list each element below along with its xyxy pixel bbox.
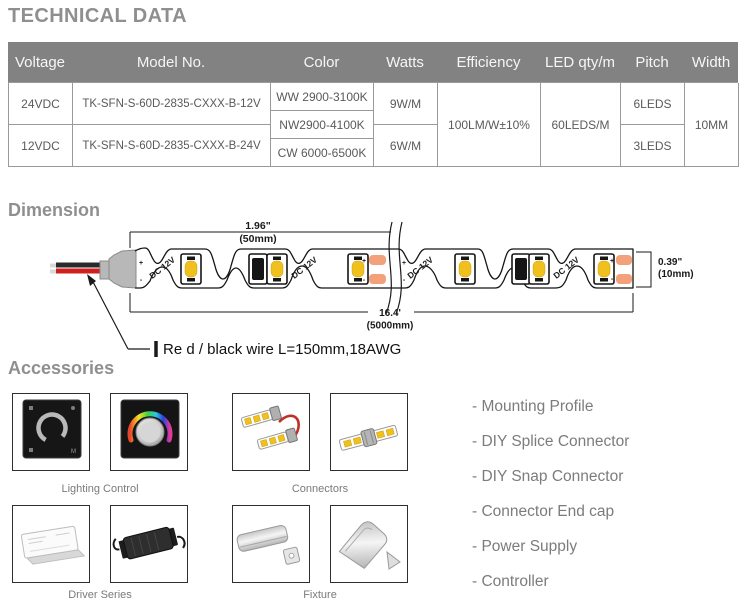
list-item-mounting-profile: - Mounting Profile xyxy=(472,398,594,415)
page-title: TECHNICAL DATA xyxy=(8,5,187,27)
efficiency-value: 100LM/W±10% xyxy=(438,83,541,167)
led-chip xyxy=(528,253,550,285)
touch-dimmer-panel-graphic: M xyxy=(22,399,82,459)
resistor-chip xyxy=(511,253,531,285)
snap-connector-image xyxy=(330,393,408,471)
pitch-3leds: 3LEDS xyxy=(621,125,685,167)
col-header-model: Model No. xyxy=(136,53,206,71)
resistor-chip xyxy=(248,253,268,285)
touch-dimmer-panel-image: M xyxy=(12,393,90,471)
end-connector xyxy=(99,249,137,289)
reel-length-ft-label: 16.4' xyxy=(379,308,401,319)
list-item-end-cap: - Connector End cap xyxy=(472,503,615,520)
col-header-watts: Watts xyxy=(386,53,424,71)
col-header-width: Width xyxy=(691,53,731,71)
width-value: 10MM xyxy=(685,83,739,167)
panel-mode-label: M xyxy=(71,449,76,455)
straight-profile-image xyxy=(232,505,310,583)
color-nw: NW2900-4100K xyxy=(271,111,374,139)
list-item-splice-connector: - DIY Splice Connector xyxy=(472,433,630,450)
color-cw: CW 6000-6500K xyxy=(271,139,374,167)
section-length-mm-label: (50mm) xyxy=(239,233,276,245)
minus-mark: - xyxy=(403,277,406,284)
splice-connector-graphic xyxy=(240,405,300,450)
pitch-6leds: 6LEDS xyxy=(621,83,685,125)
dc-voltage-label: DC 12V xyxy=(405,254,435,280)
strip-width-inches-label: 0.39" xyxy=(658,257,682,268)
break-marks xyxy=(385,221,403,315)
minus-mark: - xyxy=(140,277,143,284)
black-driver-graphic xyxy=(112,526,186,560)
model-24v: TK-SFN-S-60D-2835-CXXX-B-24V xyxy=(73,125,271,167)
strip-width-dimension xyxy=(636,251,652,288)
section-length-dimension xyxy=(129,231,391,248)
spec-table-body: 24VDC 12VDC TK-SFN-S-60D-2835-CXXX-B-12V… xyxy=(8,82,739,167)
voltage-12vdc: 12VDC xyxy=(9,125,73,167)
fixture-label: Fixture xyxy=(303,589,337,601)
driver-series-label: Driver Series xyxy=(68,589,132,601)
connectors-label: Connectors xyxy=(291,483,349,495)
reel-length-dimension xyxy=(129,293,634,313)
col-header-voltage: Voltage xyxy=(14,53,66,71)
strip-width-mm-label: (10mm) xyxy=(658,269,694,280)
list-item-controller: - Controller xyxy=(472,573,549,590)
col-header-led-qty: LED qty/m xyxy=(544,53,616,71)
lighting-control-label: Lighting Control xyxy=(61,483,139,495)
spec-table-header: Voltage Model No. Color Watts Efficiency… xyxy=(8,42,738,82)
list-item-power-supply: - Power Supply xyxy=(472,538,578,555)
led-chip xyxy=(266,253,288,285)
white-driver-graphic xyxy=(20,525,86,565)
reel-length-mm-label: (5000mm) xyxy=(367,321,414,332)
watts-9w: 9W/M xyxy=(374,83,438,125)
plus-mark: + xyxy=(610,258,614,265)
splice-connector-image xyxy=(232,393,310,471)
wire-note-leader xyxy=(87,274,158,357)
plus-mark: + xyxy=(402,260,406,267)
minus-mark: - xyxy=(611,276,614,283)
led-chip xyxy=(180,253,202,285)
rgb-dimmer-panel-graphic xyxy=(120,399,180,459)
col-header-efficiency: Efficiency xyxy=(456,53,521,71)
black-driver-image xyxy=(110,505,188,583)
straight-profile-graphic xyxy=(236,524,301,565)
corner-profile-graphic xyxy=(338,521,401,570)
strip-outline xyxy=(134,247,634,289)
snap-connector-graphic xyxy=(338,424,398,451)
rgb-dimmer-panel-image xyxy=(110,393,188,471)
model-12v: TK-SFN-S-60D-2835-CXXX-B-12V xyxy=(73,83,271,125)
minus-mark: - xyxy=(363,277,366,284)
plus-mark: + xyxy=(139,260,143,267)
corner-profile-image xyxy=(330,505,408,583)
dimension-heading: Dimension xyxy=(8,200,101,220)
red-wire xyxy=(56,268,106,274)
black-wire xyxy=(56,262,106,268)
led-chip xyxy=(454,253,476,285)
section-length-inches-label: 1.96" xyxy=(245,220,270,232)
voltage-24vdc: 24VDC xyxy=(9,83,73,125)
watts-6w: 6W/M xyxy=(374,125,438,167)
list-item-snap-connector: - DIY Snap Connector xyxy=(472,468,624,485)
strip-dimension-drawing: 1.96" (50mm) DC 12V DC 12V DC 12V DC 12V… xyxy=(50,220,694,358)
white-driver-image xyxy=(12,505,90,583)
plus-mark: + xyxy=(362,258,366,265)
wire-note-text: Re d / black wire L=150mm,18AWG xyxy=(163,341,401,358)
accessories-heading: Accessories xyxy=(8,358,115,378)
input-wires xyxy=(50,262,106,274)
col-header-color: Color xyxy=(303,53,340,71)
led-qty-value: 60LEDS/M xyxy=(541,83,621,167)
color-ww: WW 2900-3100K xyxy=(271,83,374,111)
solder-pads xyxy=(369,255,632,284)
col-header-pitch: Pitch xyxy=(635,53,669,71)
